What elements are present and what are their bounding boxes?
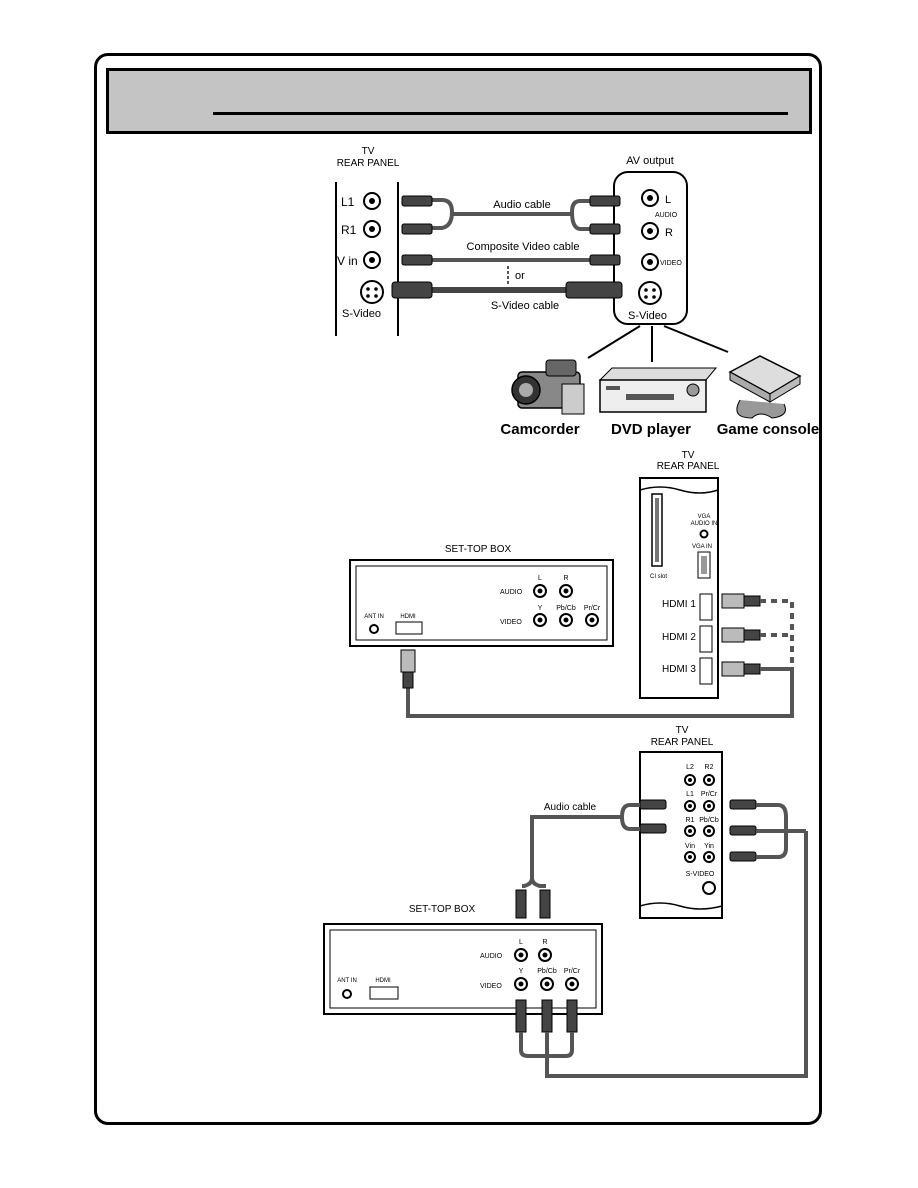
stb-y-label: Y — [538, 605, 543, 612]
av-l-label: L — [665, 194, 671, 206]
av-svideo-label: S-Video — [628, 310, 667, 322]
audio-cable-label: Audio cable — [493, 199, 551, 211]
game-console-illustration — [728, 355, 802, 419]
jack-label-l2: L2 — [686, 764, 694, 771]
set-top-box-panel — [323, 923, 603, 1015]
av-r-label: R — [665, 227, 673, 239]
hdmi-cable-path — [406, 667, 794, 718]
device-label-camcorder: Camcorder — [500, 421, 579, 438]
hdmi-3-label: HDMI 3 — [662, 664, 696, 675]
jack-label-pr: Pr/Cr — [701, 791, 718, 798]
tv-svideo-label: S-Video — [342, 308, 381, 320]
ci-slot-label: CI slot — [650, 574, 667, 580]
vga-in-label: VGA IN — [692, 544, 712, 550]
page-frame — [94, 53, 822, 1125]
tv-panel-title-2: REAR PANEL — [657, 461, 720, 472]
tv-panel-title-1: TV — [676, 725, 689, 736]
svideo-cable-label: S-Video cable — [491, 300, 559, 312]
vga-audio-in-label-2: AUDIO IN — [691, 521, 718, 527]
stb-video-label: VIDEO — [480, 983, 502, 990]
tv-jack-vin: V in — [337, 251, 381, 269]
stb-hdmi-label: HDMI — [375, 978, 391, 984]
av-output-title: AV output — [626, 155, 674, 167]
audio-cable-path — [432, 198, 590, 231]
hdmi-2-label: HDMI 2 — [662, 632, 696, 643]
jack-label-l1: L1 — [686, 791, 694, 798]
composite-cable-label: Composite Video cable — [467, 241, 580, 253]
hdmi-1-label: HDMI 1 — [662, 599, 696, 610]
jack-label-vin: V in — [337, 254, 358, 268]
av-output-box — [613, 171, 688, 325]
component-cable-path — [519, 831, 808, 1078]
stb-pb-label: Pb/Cb — [537, 968, 557, 975]
stb-r-label: R — [542, 939, 547, 946]
stb-audio-label: AUDIO — [500, 589, 523, 596]
stb-hdmi-port — [395, 621, 423, 635]
tv-panel-title-1: TV — [682, 450, 695, 461]
jack-label-pb: Pb/Cb — [699, 817, 719, 824]
jack-label-l1: L1 — [341, 195, 355, 209]
stb-pr-label: Pr/Cr — [564, 968, 581, 975]
stb-pr-label: Pr/Cr — [584, 605, 601, 612]
jack-label-r1: R1 — [686, 817, 695, 824]
stb-y-label: Y — [519, 968, 524, 975]
jack-label-r1: R1 — [341, 223, 357, 237]
tv-jack-r1: R1 — [341, 220, 381, 238]
device-label-game-console: Game console — [717, 421, 820, 438]
stb-hdmi-label: HDMI — [400, 614, 416, 620]
stb-video-label: VIDEO — [500, 619, 522, 626]
hdmi-port-2 — [699, 625, 713, 653]
set-top-box-panel — [349, 559, 614, 647]
stb-pb-label: Pb/Cb — [556, 605, 576, 612]
stb-audio-label: AUDIO — [480, 953, 503, 960]
av-audio-label: AUDIO — [655, 212, 678, 219]
hdmi-port-1 — [699, 593, 713, 621]
tv-jack-svideo: S-Video — [342, 280, 384, 320]
tv-panel-title-2: REAR PANEL — [337, 158, 400, 169]
vga-audio-in-label-1: VGA — [698, 514, 711, 520]
audio-cable-label: Audio cable — [544, 802, 597, 813]
stb-title: SET-TOP BOX — [409, 904, 476, 915]
hdmi-port-3 — [699, 657, 713, 685]
device-label-dvd-player: DVD player — [611, 421, 691, 438]
av-video-label: VIDEO — [660, 260, 682, 267]
header-underline — [213, 112, 788, 115]
jack-label-yin: Yin — [704, 843, 714, 850]
tv-rear-panel-component — [639, 751, 723, 919]
stb-r-label: R — [563, 575, 568, 582]
dvd-player-illustration — [598, 367, 718, 413]
tv-panel-title-1: TV — [362, 146, 375, 157]
stb-ant-label: ANT IN — [337, 978, 357, 984]
tv-svideo-label: S-VIDEO — [686, 871, 715, 878]
audio-cable-path — [522, 803, 640, 888]
camcorder-illustration — [511, 359, 585, 415]
stb-title: SET-TOP BOX — [445, 544, 512, 555]
section-header-bar — [106, 68, 812, 134]
stb-l-label: L — [519, 939, 523, 946]
stb-l-label: L — [538, 575, 542, 582]
tv-panel-title-2: REAR PANEL — [651, 737, 714, 748]
jack-label-vin: Vin — [685, 843, 695, 850]
stb-hdmi-port — [369, 986, 399, 1000]
stb-ant-label: ANT IN — [364, 614, 384, 620]
jack-label-r2: R2 — [705, 764, 714, 771]
hdmi-dashed-alt-cables — [760, 599, 794, 669]
tv-jack-l1: L1 — [341, 192, 381, 210]
or-label: or — [515, 270, 525, 282]
